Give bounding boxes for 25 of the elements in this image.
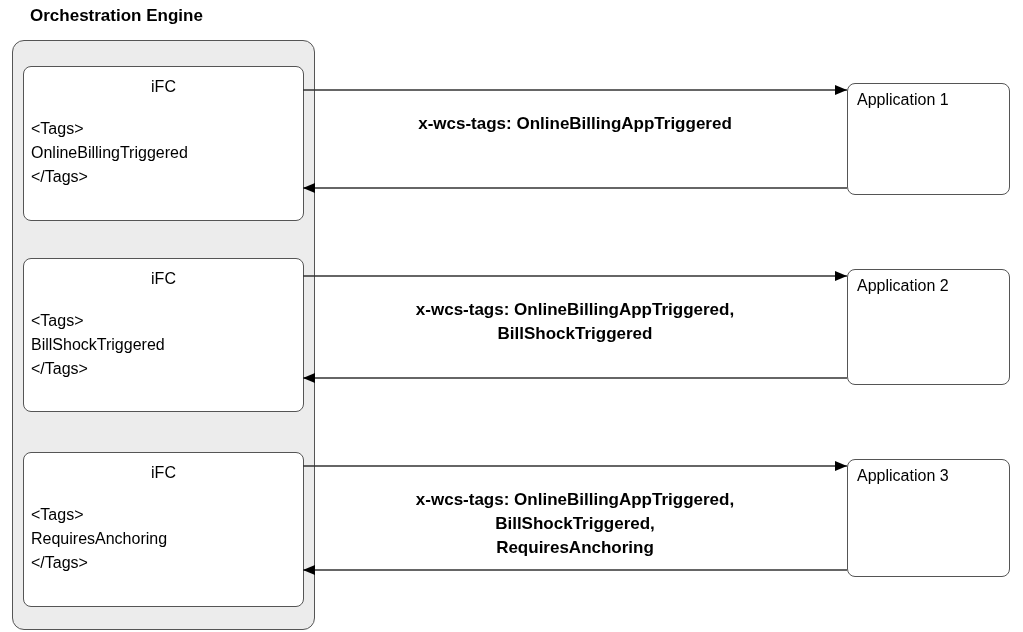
edge-label: x-wcs-tags: OnlineBillingAppTriggered, BillShockTriggered: [414, 299, 736, 345]
panel-title: Orchestration Engine: [30, 5, 203, 27]
ifc-heading: iFC: [150, 463, 177, 483]
ifc-box: [23, 258, 304, 412]
application-name: Application 2: [857, 276, 949, 296]
arrow: [302, 461, 848, 471]
edge-label: x-wcs-tags: OnlineBillingAppTriggered: [417, 113, 733, 135]
edge-label: x-wcs-tags: OnlineBillingAppTriggered, BillShockTriggered, RequiresAnchoring: [414, 489, 736, 559]
application-name: Application 3: [857, 466, 949, 486]
arrow: [302, 565, 848, 575]
ifc-heading: iFC: [150, 77, 177, 97]
arrow: [302, 183, 848, 193]
arrow: [302, 373, 848, 383]
arrow: [302, 271, 848, 281]
application-name: Application 1: [857, 90, 949, 110]
application-box: [847, 83, 1010, 195]
tags-text: <Tags> RequiresAnchoring </Tags>: [31, 505, 168, 573]
arrow: [302, 85, 848, 95]
ifc-box: [23, 452, 304, 607]
application-box: [847, 459, 1010, 577]
application-box: [847, 269, 1010, 385]
ifc-box: [23, 66, 304, 221]
ifc-heading: iFC: [150, 269, 177, 289]
tags-text: <Tags> OnlineBillingTriggered </Tags>: [31, 119, 188, 187]
tags-text: <Tags> BillShockTriggered </Tags>: [31, 311, 165, 379]
